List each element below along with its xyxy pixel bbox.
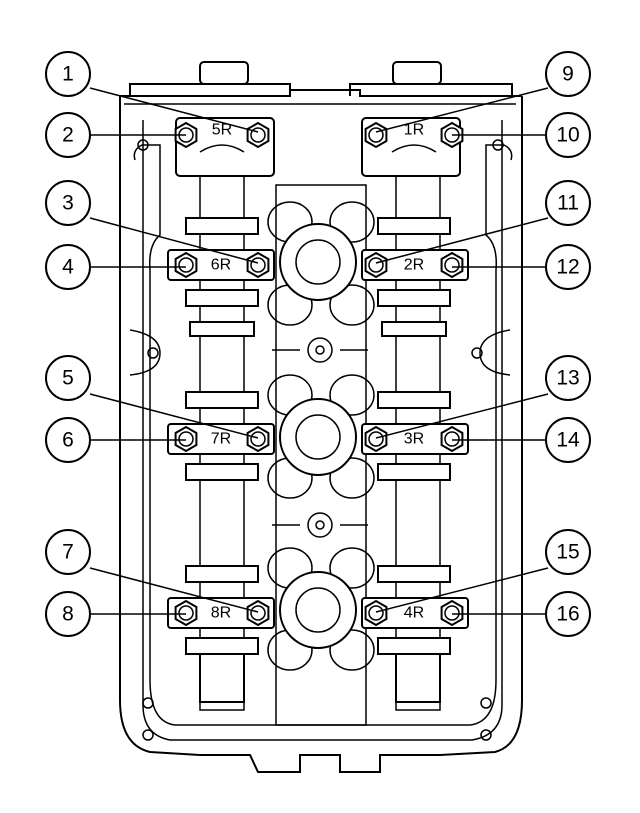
callout-4-circle	[45, 244, 91, 290]
cylinder-head-outline	[119, 89, 523, 773]
callout-16-circle	[545, 591, 591, 637]
callout-10-circle	[545, 112, 591, 158]
bolt-head-icon	[440, 425, 464, 453]
callout-15: 15	[556, 541, 579, 564]
spark-plug-bores	[267, 184, 375, 726]
callout-5-circle	[45, 355, 91, 401]
bolt-head-icon	[440, 251, 464, 279]
callouts: 1 2 3 4 5 6 7 8 9 10 11 12 13 14 15 16	[45, 51, 591, 637]
cap-label-6r: 6R	[211, 257, 231, 274]
callout-8: 8	[62, 603, 74, 626]
bearing-caps: 5R 1R 6R 2R 7R 3R 8R 4R	[167, 117, 469, 629]
bolt-head-icon	[246, 599, 270, 627]
callout-1-circle	[45, 51, 91, 97]
callout-11: 11	[557, 192, 579, 215]
bolt-head-icon	[364, 425, 388, 453]
callout-3-circle	[45, 180, 91, 226]
callout-9-circle	[545, 51, 591, 97]
callout-14-circle	[545, 417, 591, 463]
bolt-head-icon	[364, 599, 388, 627]
callout-13-circle	[545, 355, 591, 401]
bolt-head-icon	[364, 121, 388, 149]
cap-4r-body	[361, 597, 469, 629]
callout-11-circle	[545, 180, 591, 226]
cap-bolts	[174, 121, 464, 627]
callout-4: 4	[62, 256, 74, 279]
callout-1: 1	[62, 63, 74, 86]
callout-14: 14	[556, 429, 580, 452]
cap-label-8r: 8R	[211, 605, 231, 622]
callout-7-circle	[45, 529, 91, 575]
callout-2-circle	[45, 112, 91, 158]
callout-7: 7	[62, 541, 74, 564]
leader-lines	[89, 87, 549, 615]
bolt-head-icon	[174, 425, 198, 453]
bolt-head-icon	[174, 599, 198, 627]
callout-3: 3	[62, 192, 74, 215]
cap-label-1r: 1R	[404, 122, 424, 139]
bolt-head-icon	[174, 251, 198, 279]
cam-front-ends	[129, 61, 513, 96]
bolt-head-icon	[246, 425, 270, 453]
callout-5: 5	[62, 367, 74, 390]
cap-label-2r: 2R	[404, 257, 424, 274]
callout-15-circle	[545, 529, 591, 575]
cap-label-4r: 4R	[404, 605, 424, 622]
cap-3r-body	[361, 423, 469, 455]
callout-6: 6	[62, 429, 74, 452]
callout-9: 9	[562, 63, 574, 86]
cap-2r-body	[361, 249, 469, 281]
callout-16: 16	[556, 603, 579, 626]
callout-8-circle	[45, 591, 91, 637]
callout-6-circle	[45, 417, 91, 463]
bolt-head-icon	[246, 121, 270, 149]
callout-12: 12	[556, 256, 579, 279]
bolt-head-icon	[246, 251, 270, 279]
cap-label-5r: 5R	[212, 122, 232, 139]
bolt-head-icon	[364, 251, 388, 279]
callout-2: 2	[62, 124, 74, 147]
callout-10: 10	[556, 124, 579, 147]
bolt-head-icon	[440, 599, 464, 627]
callout-12-circle	[545, 244, 591, 290]
cap-label-3r: 3R	[404, 431, 424, 448]
callout-13: 13	[556, 367, 579, 390]
exhaust-camshaft	[377, 149, 451, 711]
cap-label-7r: 7R	[211, 431, 231, 448]
